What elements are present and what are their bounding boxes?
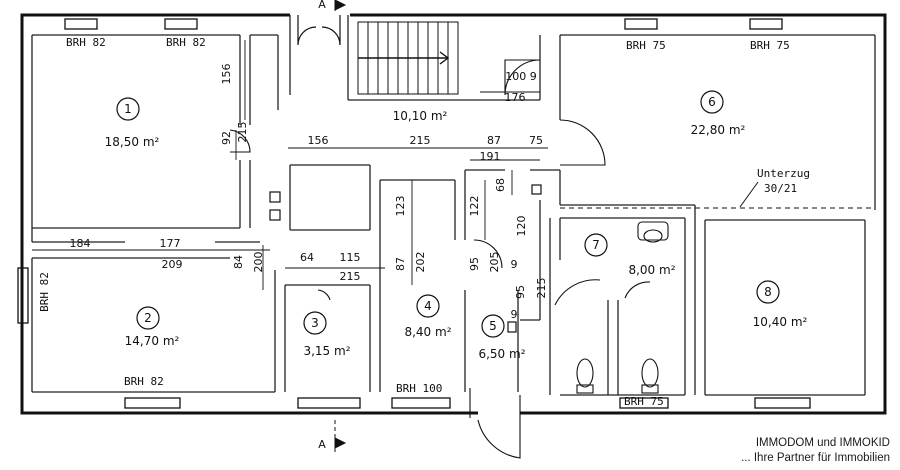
balcony-door <box>297 15 341 46</box>
beam-label-name: Unterzug <box>757 167 810 180</box>
dimension-label: 156 <box>308 134 329 147</box>
dimension-label: 87 <box>394 257 407 271</box>
dimension-lines <box>32 40 548 290</box>
dimension-label: 122 <box>468 196 481 217</box>
room-labels: 1 18,50 m² 2 14,70 m² 3 3,15 m² 4 8,40 m… <box>105 90 808 361</box>
dimension-label: 215 <box>535 278 548 299</box>
dimension-label: 75 <box>529 134 543 147</box>
dimension-label: 200 <box>252 252 265 273</box>
toilet-fixtures <box>576 221 669 394</box>
dimension-label: 87 <box>487 134 501 147</box>
room-1-number: 1 <box>124 102 132 116</box>
window-label: BRH 75 <box>750 39 790 52</box>
window-label: BRH 75 <box>624 395 664 408</box>
room-5-number: 5 <box>489 319 497 333</box>
room-3-number: 3 <box>311 316 319 330</box>
window-label: BRH 82 <box>166 36 206 49</box>
stair-area: 10,10 m² <box>393 109 448 123</box>
dimension-label: 156 <box>220 64 233 85</box>
inner-walls <box>31 15 876 396</box>
window-label: BRH 82 <box>124 375 164 388</box>
door-swings <box>229 59 651 459</box>
section-marker-top: A <box>318 0 326 11</box>
dimension-label: 123 <box>394 196 407 217</box>
section-line <box>334 0 347 455</box>
room-5-area: 6,50 m² <box>478 347 525 361</box>
dimension-label: 184 <box>70 237 91 250</box>
dimension-label: 215 <box>410 134 431 147</box>
dimension-label: 177 <box>160 237 181 250</box>
room-7-area: 8,00 m² <box>628 263 675 277</box>
section-markers: A A <box>318 0 326 451</box>
windows <box>17 18 811 409</box>
window-labels: BRH 82 BRH 82 BRH 75 BRH 75 BRH 82 BRH 1… <box>38 36 790 408</box>
section-marker-bottom: A <box>318 438 326 451</box>
dimension-label: 176 <box>505 91 526 104</box>
dimension-label: 68 <box>494 178 507 192</box>
room-6-number: 6 <box>708 95 716 109</box>
dimension-label: 9 <box>511 258 518 271</box>
room-2-number: 2 <box>144 311 152 325</box>
dimension-label: 64 <box>300 251 314 264</box>
outer-walls <box>20 13 887 415</box>
room-6-area: 22,80 m² <box>691 123 746 137</box>
beam-label-size: 30/21 <box>764 182 797 195</box>
dimension-label: 202 <box>414 252 427 273</box>
room-3-area: 3,15 m² <box>303 344 350 358</box>
window-label-vertical: BRH 82 <box>38 272 51 312</box>
dimension-label: 120 <box>515 216 528 237</box>
dimension-label: 205 <box>488 252 501 273</box>
branding-line-2: ... Ihre Partner für Immobilien <box>741 452 890 464</box>
beam-line <box>560 181 875 209</box>
dimension-label: 191 <box>480 150 501 163</box>
room-7-number: 7 <box>592 238 600 252</box>
dimension-label: 215 <box>236 122 249 143</box>
wall-blocks <box>269 184 542 333</box>
room-8-area: 10,40 m² <box>753 315 808 329</box>
room-1-area: 18,50 m² <box>105 135 160 149</box>
dimension-labels: 156 215 92 156 215 87 75 191 100 9 176 6… <box>70 64 549 322</box>
dimension-label: 9 <box>511 308 518 321</box>
dimension-label: 84 <box>232 255 245 269</box>
dimension-label: 95 <box>514 285 527 299</box>
window-label: BRH 82 <box>66 36 106 49</box>
beam-label: Unterzug 30/21 <box>757 167 810 195</box>
window-label: BRH 75 <box>626 39 666 52</box>
room-2-area: 14,70 m² <box>125 334 180 348</box>
dimension-label: 215 <box>340 270 361 283</box>
dimension-label: 209 <box>162 258 183 271</box>
dimension-label: 100 9 <box>505 70 537 83</box>
dimension-label: 115 <box>340 251 361 264</box>
dimension-label: 92 <box>220 131 233 145</box>
room-4-area: 8,40 m² <box>404 325 451 339</box>
window-label: BRH 100 <box>396 382 442 395</box>
staircase <box>357 21 459 95</box>
room-4-number: 4 <box>424 299 432 313</box>
branding-line-1: IMMODOM und IMMOKID <box>755 437 890 449</box>
dimension-label: 95 <box>468 257 481 271</box>
room-8-number: 8 <box>764 285 772 299</box>
